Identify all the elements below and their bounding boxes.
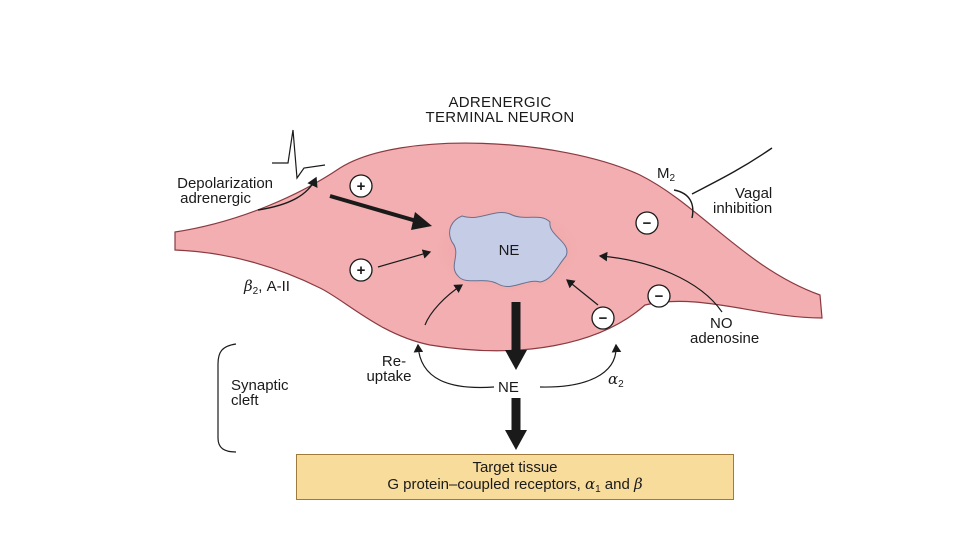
target-line-2b: and — [600, 476, 635, 493]
plus-symbol — [349, 174, 373, 198]
beta2-angiotensin-label: β2, A-II — [244, 279, 290, 299]
diagram-title: ADRENERGIC TERMINAL NEURON — [340, 95, 660, 125]
minus-sign: − — [643, 215, 652, 232]
uptake-text: uptake — [366, 368, 412, 385]
target-line-2: G protein–coupled receptors, α1 and β — [297, 477, 733, 497]
m2-subscript: 2 — [669, 173, 676, 184]
target-line-1: Target tissue — [472, 459, 558, 476]
depolarization-text: Depolarization — [177, 175, 273, 192]
re-text: Re- — [381, 353, 407, 370]
stimulation-arrowhead — [411, 212, 432, 230]
ne-vesicle-label: NE — [499, 242, 520, 259]
minus-symbol — [635, 211, 659, 235]
stimulation-arrow — [329, 194, 421, 224]
alpha2-inner-arrow — [566, 279, 599, 306]
alpha-subscript: 2 — [618, 379, 624, 390]
plus-symbol — [349, 258, 373, 282]
target-arrowhead — [505, 430, 527, 450]
reuptake-loop — [413, 343, 495, 389]
target-line-2a: G protein–coupled receptors, — [387, 476, 585, 493]
beta-rest-text: , A-II — [258, 278, 290, 295]
title-line-2: TERMINAL NEURON — [425, 109, 575, 126]
beta-letter: β — [244, 277, 253, 295]
target-tissue-box: Target tissue G protein–coupled receptor… — [296, 454, 734, 500]
synaptic-cleft-bracket — [217, 343, 237, 453]
plus-sign: + — [357, 178, 366, 195]
minus-sign: − — [599, 310, 608, 327]
vagal-nerve-ending — [691, 147, 773, 195]
synaptic-cleft-label: Synaptic cleft — [231, 378, 289, 408]
depolarization-label: Depolarization adrenergic — [118, 176, 273, 206]
beta-subscript: 2 — [252, 286, 259, 297]
minus-sign: − — [655, 288, 664, 305]
title-line-1: ADRENERGIC — [448, 94, 552, 111]
beta2-arrow — [377, 249, 432, 268]
reuptake-label: Re- uptake — [360, 354, 418, 384]
cleft-text: cleft — [231, 392, 259, 409]
adrenergic-text: adrenergic — [180, 190, 251, 207]
vagal-text: Vagal — [735, 185, 773, 202]
action-potential-trace — [272, 129, 326, 180]
synaptic-text: Synaptic — [231, 377, 289, 394]
vagal-inhibition-label: Vagal inhibition — [713, 186, 772, 216]
minus-symbol — [591, 306, 615, 330]
no-adenosine-label: NO adenosine — [690, 316, 759, 346]
vagal-synapse-cup — [673, 189, 694, 219]
alpha-letter: α — [608, 370, 619, 388]
m2-label: M2 — [657, 166, 675, 186]
target-beta-letter: β — [634, 475, 643, 493]
alpha2-label: α2 — [608, 372, 624, 392]
target-alpha-subscript: 1 — [595, 484, 601, 495]
release-arrowhead — [505, 350, 527, 370]
adenosine-text: adenosine — [690, 330, 760, 347]
inhibition-text: inhibition — [713, 200, 773, 217]
minus-symbol — [647, 284, 671, 308]
reuptake-arrow-inner — [424, 284, 464, 326]
no-text: NO — [710, 315, 733, 332]
no-adenosine-arrow — [598, 251, 723, 313]
ne-vesicle — [449, 212, 568, 287]
m2-letter: M — [657, 165, 670, 182]
ne-cleft-label: NE — [498, 379, 519, 396]
plus-sign: + — [357, 262, 366, 279]
target-alpha-letter: α — [584, 475, 596, 493]
alpha2-loop — [539, 343, 622, 388]
depolarization-arrow — [257, 176, 318, 211]
